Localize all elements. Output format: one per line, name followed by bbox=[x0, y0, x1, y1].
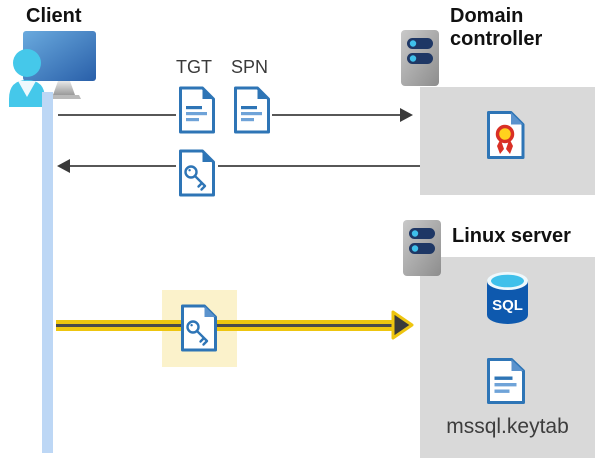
domain-controller-label: Domain controller bbox=[450, 5, 543, 50]
linux-server-label: Linux server bbox=[452, 225, 571, 247]
auth-arrowhead-icon bbox=[391, 308, 415, 342]
certificate-document-icon bbox=[486, 109, 526, 161]
auth-arrow-line bbox=[56, 320, 395, 331]
tgt-document-icon bbox=[178, 84, 216, 136]
keytab-document-icon bbox=[486, 356, 526, 406]
highlighted-key-document-icon bbox=[180, 302, 218, 354]
reply-arrow-line-left bbox=[70, 165, 176, 167]
spn-document-icon bbox=[233, 84, 271, 136]
domain-controller-server-icon bbox=[400, 29, 440, 87]
keytab-label: mssql.keytab bbox=[446, 415, 569, 438]
sql-database-icon: SQL bbox=[485, 269, 530, 329]
spn-label: SPN bbox=[231, 57, 269, 77]
sql-label: SQL bbox=[492, 297, 523, 314]
request-arrowhead-icon bbox=[400, 108, 413, 122]
reply-arrow-line-right bbox=[218, 165, 420, 167]
key-document-icon bbox=[178, 147, 216, 199]
request-arrow-line-left bbox=[58, 114, 176, 116]
client-timeline-line bbox=[42, 92, 53, 453]
reply-arrowhead-icon bbox=[57, 159, 70, 173]
client-label: Client bbox=[26, 5, 82, 27]
linux-server-icon bbox=[402, 219, 442, 277]
client-workstation-icon bbox=[8, 29, 100, 107]
request-arrow-line-right bbox=[272, 114, 400, 116]
tgt-label: TGT bbox=[176, 57, 212, 77]
